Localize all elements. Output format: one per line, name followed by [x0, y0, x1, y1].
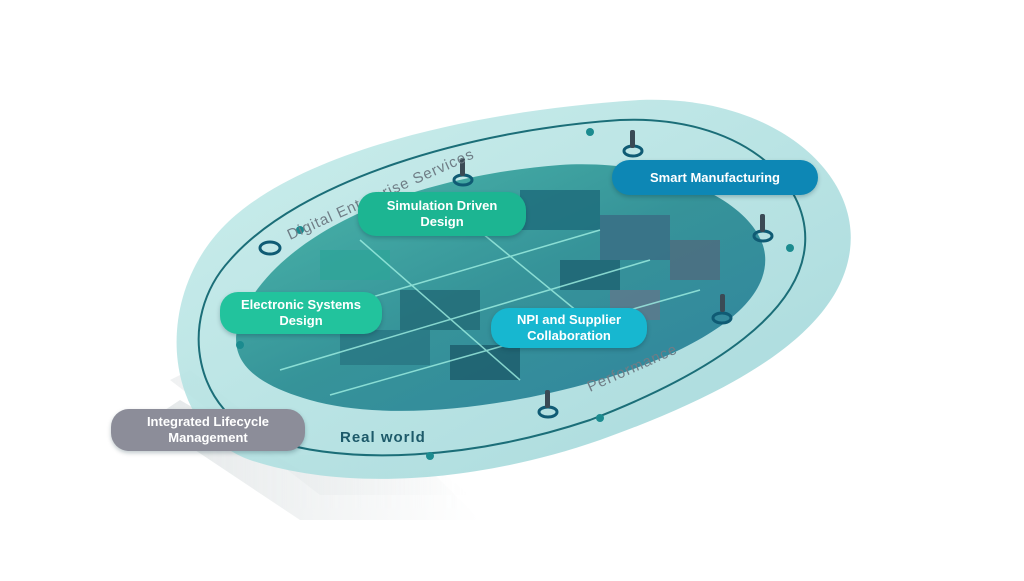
electronic-systems-design-label[interactable]: Electronic Systems Design	[220, 292, 382, 334]
npi-supplier-collaboration-label[interactable]: NPI and Supplier Collaboration	[491, 308, 647, 348]
simulation-driven-design-line2: Design	[420, 214, 464, 229]
integrated-lifecycle-management-line2: Management	[168, 430, 248, 445]
worker-figures	[460, 130, 765, 408]
simulation-driven-design-line1: Simulation Driven	[386, 198, 498, 213]
smart-manufacturing-label[interactable]: Smart Manufacturing	[612, 160, 818, 195]
simulation-driven-design-label[interactable]: Simulation Driven Design	[358, 192, 526, 236]
track-label-real-world: Real world	[340, 429, 426, 446]
electronic-systems-design-line1: Electronic Systems	[241, 297, 361, 312]
electronic-systems-design-line2: Design	[279, 313, 323, 328]
integrated-lifecycle-management-line1: Integrated Lifecycle	[146, 414, 270, 429]
integrated-lifecycle-management-label[interactable]: Integrated Lifecycle Management	[111, 409, 305, 451]
npi-supplier-collaboration-line1: NPI and Supplier	[516, 312, 621, 327]
smart-manufacturing-text: Smart Manufacturing	[649, 169, 780, 185]
track-nodes	[236, 128, 794, 460]
npi-supplier-collaboration-line2: Collaboration	[527, 328, 611, 343]
